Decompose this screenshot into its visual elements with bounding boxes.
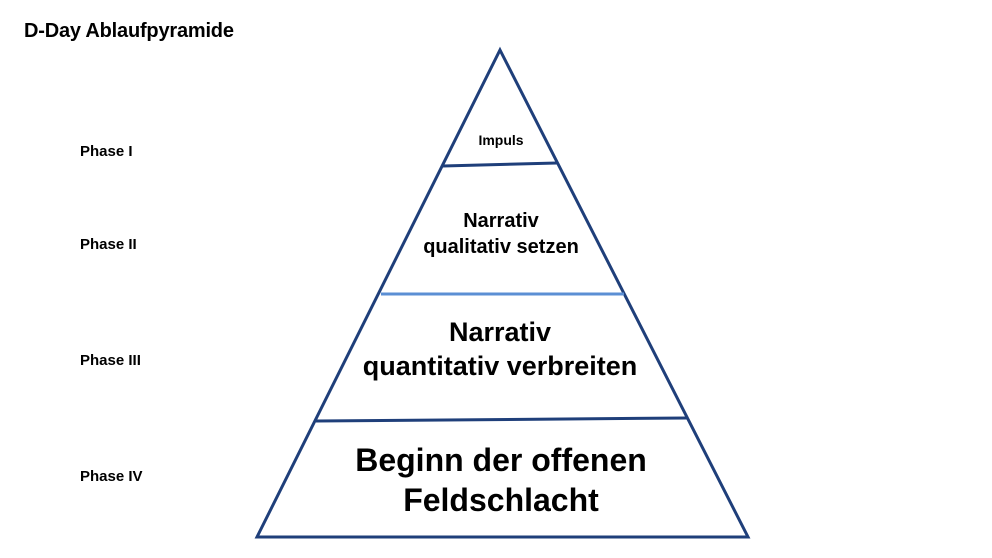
divider-3 <box>315 416 688 423</box>
tier-1-text: Impuls <box>478 132 523 149</box>
phase-label-1: Phase I <box>80 143 133 160</box>
phase-label-2: Phase II <box>80 236 137 253</box>
tier-3-text: Narrativ quantitativ verbreiten <box>363 316 638 384</box>
tier-4-line-2: Feldschlacht <box>403 482 599 518</box>
tier-2-text: Narrativ qualitativ setzen <box>423 208 579 260</box>
tier-3-line-2: quantitativ verbreiten <box>362 350 638 381</box>
tier-4-line-1: Beginn der offenen <box>355 442 647 478</box>
divider-1 <box>442 161 558 168</box>
tier-2-line-1: Narrativ <box>463 210 539 232</box>
phase-label-3: Phase III <box>80 352 141 369</box>
tier-1-line-1: Impuls <box>478 132 524 148</box>
diagram-title: D-Day Ablaufpyramide <box>24 20 234 42</box>
tier-3-line-1: Narrativ <box>448 317 552 347</box>
tier-2-line-2: qualitativ setzen <box>423 236 579 258</box>
tier-4-text: Beginn der offenen Feldschlacht <box>355 440 647 520</box>
phase-label-4: Phase IV <box>80 468 143 485</box>
